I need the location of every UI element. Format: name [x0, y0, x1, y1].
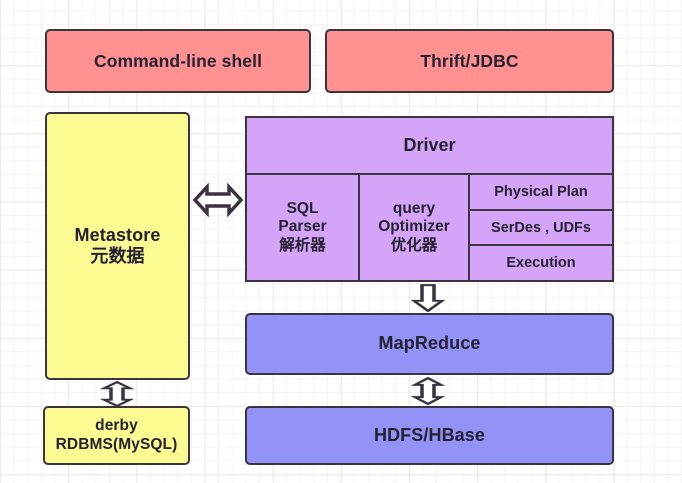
node-driver-body: SQL Parser 解析器 query Optimizer 优化器 Physi… [247, 175, 612, 280]
node-serdes-udfs-label: SerDes , UDFs [491, 219, 591, 236]
node-command-line-shell[interactable]: Command-line shell [45, 29, 311, 93]
node-sql-parser-line1: SQL [286, 199, 319, 217]
node-thrift-jdbc-label: Thrift/JDBC [420, 50, 519, 71]
node-execution-label: Execution [506, 255, 576, 272]
node-query-optimizer-line3: 优化器 [390, 236, 438, 254]
node-sql-parser[interactable]: SQL Parser 解析器 [247, 175, 360, 280]
node-serdes-udfs[interactable]: SerDes , UDFs [470, 211, 612, 247]
node-derby-label-line1: derby [95, 417, 138, 435]
node-driver-stack: Physical Plan SerDes , UDFs Execution [470, 175, 612, 280]
node-hdfs-hbase[interactable]: HDFS/HBase [245, 406, 614, 465]
node-driver-label: Driver [403, 135, 456, 155]
node-derby-label-line2: RDBMS(MySQL) [55, 435, 178, 453]
node-physical-plan[interactable]: Physical Plan [470, 175, 612, 211]
node-driver-group[interactable]: Driver SQL Parser 解析器 query Optimizer 优化… [245, 116, 614, 282]
node-derby-rdbms[interactable]: derby RDBMS(MySQL) [43, 406, 190, 465]
node-mapreduce-label: MapReduce [378, 333, 481, 354]
arrow-mapreduce-hdfs-icon [411, 377, 445, 405]
node-metastore-label-en: Metastore [74, 224, 161, 245]
node-metastore-label-cn: 元数据 [90, 246, 145, 266]
node-physical-plan-label: Physical Plan [494, 183, 588, 200]
arrow-driver-mapreduce-icon [411, 284, 445, 312]
node-thrift-jdbc[interactable]: Thrift/JDBC [325, 29, 614, 93]
node-query-optimizer[interactable]: query Optimizer 优化器 [360, 175, 470, 280]
node-query-optimizer-line1: query [392, 199, 436, 217]
node-metastore[interactable]: Metastore 元数据 [45, 112, 190, 380]
node-execution[interactable]: Execution [470, 246, 612, 280]
node-driver-header: Driver [247, 118, 612, 175]
arrow-metastore-driver-icon [193, 183, 243, 217]
node-sql-parser-line2: Parser [278, 218, 327, 236]
node-mapreduce[interactable]: MapReduce [245, 313, 614, 375]
arrow-metastore-derby-icon [100, 381, 134, 407]
node-query-optimizer-line2: Optimizer [378, 218, 450, 236]
node-hdfs-hbase-label: HDFS/HBase [373, 424, 486, 445]
node-command-line-shell-label: Command-line shell [93, 50, 263, 71]
node-sql-parser-line3: 解析器 [279, 236, 326, 254]
